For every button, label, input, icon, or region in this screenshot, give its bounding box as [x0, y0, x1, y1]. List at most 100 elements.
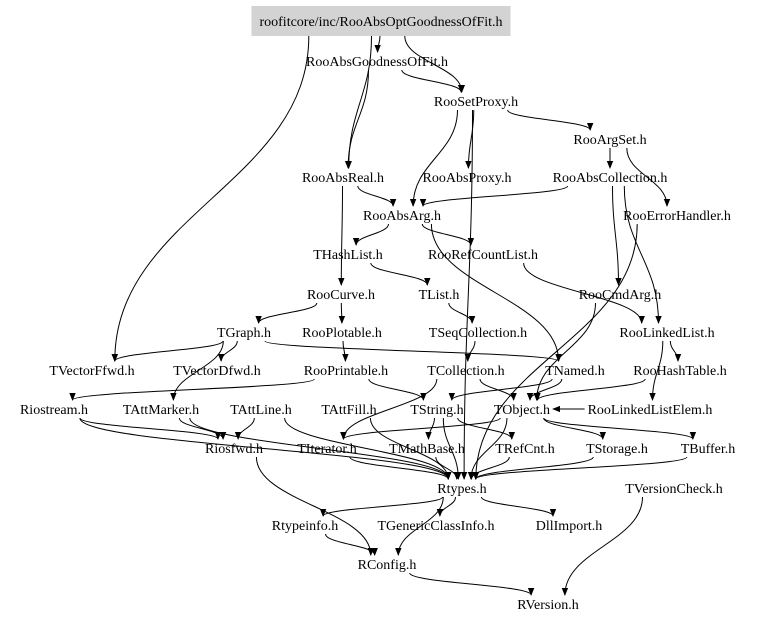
edge-attmarker-to-riosfwd — [178, 417, 227, 440]
graph-node-tgraph[interactable]: TGraph.h — [217, 326, 271, 341]
graph-node-tnamed[interactable]: TNamed.h — [545, 364, 604, 379]
edge-attline-to-riosfwd — [234, 417, 255, 440]
graph-node-vecf[interactable]: TVectorFfwd.h — [49, 364, 134, 379]
graph-node-vecd[interactable]: TVectorDfwd.h — [173, 364, 260, 379]
graph-node-riostream[interactable]: Riostream.h — [20, 403, 88, 418]
graph-node-root[interactable]: roofitcore/inc/RooAbsOptGoodnessOfFit.h — [251, 6, 511, 36]
node-label: TAttMarker.h — [123, 403, 199, 418]
graph-node-argset[interactable]: RooArgSet.h — [573, 133, 646, 148]
edge-curve-to-tgraph — [255, 302, 318, 324]
edge-attline-to-rtypes — [284, 417, 452, 480]
edge-storage-to-rtypes — [472, 456, 594, 480]
graph-node-setproxy[interactable]: RooSetProxy.h — [434, 95, 518, 110]
node-label: DllImport.h — [536, 519, 603, 534]
graph-node-genclass[interactable]: TGenericClassInfo.h — [377, 519, 494, 534]
node-label: TAttFill.h — [321, 403, 376, 418]
graph-node-curve[interactable]: RooCurve.h — [307, 288, 375, 303]
edge-plotable-to-printable — [342, 340, 349, 362]
edge-abscoll-to-absarg — [419, 185, 569, 207]
edge-refcnt-to-rtypes — [468, 456, 510, 480]
node-label: TVersionCheck.h — [625, 482, 723, 497]
graph-node-refcnt[interactable]: TRefCnt.h — [495, 442, 555, 457]
edge-errhandler-to-rtypes — [472, 223, 638, 480]
graph-node-tlist[interactable]: TList.h — [419, 288, 460, 303]
edge-refcount-to-linkedlist — [523, 262, 645, 324]
edge-riostream-to-riosfwd — [79, 417, 222, 440]
graph-node-attfill[interactable]: TAttFill.h — [321, 403, 376, 418]
node-label: RooAbsArg.h — [363, 209, 441, 224]
graph-node-tstring[interactable]: TString.h — [410, 403, 463, 418]
node-label: RooAbsGoodnessOfFit.h — [306, 55, 448, 70]
edge-tnamed-to-tobject — [526, 378, 563, 401]
node-label: RooArgSet.h — [573, 133, 646, 148]
edge-tgraph-to-tnamed — [264, 340, 562, 362]
node-label: RooAbsReal.h — [302, 171, 384, 186]
edge-rtypes-to-rtypeinfo — [319, 496, 444, 517]
graph-node-absreal[interactable]: RooAbsReal.h — [302, 171, 384, 186]
graph-node-tcollection[interactable]: TCollection.h — [427, 364, 504, 379]
graph-node-attline[interactable]: TAttLine.h — [230, 403, 291, 418]
edge-tgraph-to-vecd — [217, 340, 238, 362]
graph-node-rversion[interactable]: RVersion.h — [517, 598, 579, 613]
graph-node-absarg[interactable]: RooAbsArg.h — [363, 209, 441, 224]
edge-layer — [69, 35, 696, 596]
edge-curve-to-plotable — [338, 302, 346, 324]
graph-node-titerator[interactable]: TIterator.h — [297, 442, 356, 457]
graph-node-buffer[interactable]: TBuffer.h — [681, 442, 736, 457]
edge-tobject-to-rtypes — [467, 417, 508, 480]
edge-argset-to-errhandler — [626, 147, 671, 207]
graph-node-absproxy[interactable]: RooAbsProxy.h — [423, 171, 512, 186]
node-label: RooPlotable.h — [302, 326, 382, 341]
graph-node-linkedelem[interactable]: RooLinkedListElem.h — [588, 403, 713, 418]
node-label: TList.h — [419, 288, 460, 303]
graph-node-versioncheck[interactable]: TVersionCheck.h — [625, 482, 723, 497]
graph-node-goodness[interactable]: RooAbsGoodnessOfFit.h — [306, 55, 448, 70]
edge-absarg-to-thashlist — [352, 223, 389, 246]
edge-linkedlist-to-linkedelem — [649, 340, 664, 401]
node-label: RooLinkedListElem.h — [588, 403, 713, 418]
graph-node-storage[interactable]: TStorage.h — [586, 442, 648, 457]
node-label: Rtypeinfo.h — [272, 519, 339, 534]
edge-titerator-to-rtypes — [349, 456, 452, 480]
node-label: TGenericClassInfo.h — [377, 519, 494, 534]
graph-node-dllimport[interactable]: DllImport.h — [536, 519, 603, 534]
graph-node-plotable[interactable]: RooPlotable.h — [302, 326, 382, 341]
graph-node-errhandler[interactable]: RooErrorHandler.h — [623, 209, 731, 224]
edge-mathbase-to-rtypes — [435, 456, 460, 480]
edge-absreal-to-curve — [338, 185, 345, 286]
edge-tcollection-to-tobject — [479, 378, 517, 401]
node-label: TStorage.h — [586, 442, 648, 457]
graph-node-rconfig[interactable]: RConfig.h — [358, 558, 417, 573]
edge-tobject-to-storage — [543, 417, 606, 440]
node-label: RooCurve.h — [307, 288, 375, 303]
graph-node-seqcoll[interactable]: TSeqCollection.h — [429, 326, 527, 341]
graph-node-rtypes[interactable]: Rtypes.h — [437, 482, 486, 497]
edge-absarg-to-refcount — [421, 223, 475, 246]
graph-node-printable[interactable]: RooPrintable.h — [304, 364, 388, 379]
edge-rtypeinfo-to-rconfig — [325, 533, 378, 556]
edge-root-to-goodness — [374, 35, 381, 53]
node-label: RooErrorHandler.h — [623, 209, 731, 224]
graph-node-mathbase[interactable]: TMathBase.h — [389, 442, 465, 457]
edge-attfill-to-rtypes — [369, 417, 452, 480]
node-label: Riostream.h — [20, 403, 88, 418]
node-label: RVersion.h — [517, 598, 579, 613]
graph-node-hashtable[interactable]: RooHashTable.h — [633, 364, 727, 379]
node-label: RooLinkedList.h — [619, 326, 714, 341]
edge-seqcoll-to-tcollection — [464, 340, 476, 362]
edge-printable-to-riostream — [69, 378, 315, 401]
graph-node-linkedlist[interactable]: RooLinkedList.h — [619, 326, 714, 341]
graph-node-cmdarg[interactable]: RooCmdArg.h — [579, 288, 662, 303]
node-label: RooPrintable.h — [304, 364, 388, 379]
graph-node-tobject[interactable]: TObject.h — [494, 403, 550, 418]
graph-node-riosfwd[interactable]: Riosfwd.h — [205, 442, 263, 457]
edge-rconfig-to-rversion — [409, 572, 535, 596]
graph-node-abscoll[interactable]: RooAbsCollection.h — [553, 171, 668, 186]
graph-node-refcount[interactable]: RooRefCountList.h — [428, 248, 538, 263]
graph-node-thashlist[interactable]: THashList.h — [313, 248, 383, 263]
edge-setproxy-to-rtypes — [460, 109, 473, 480]
edge-linkedlist-to-hashtable — [669, 340, 682, 362]
graph-node-rtypeinfo[interactable]: Rtypeinfo.h — [272, 519, 339, 534]
node-label: Riosfwd.h — [205, 442, 263, 457]
graph-node-attmarker[interactable]: TAttMarker.h — [123, 403, 199, 418]
